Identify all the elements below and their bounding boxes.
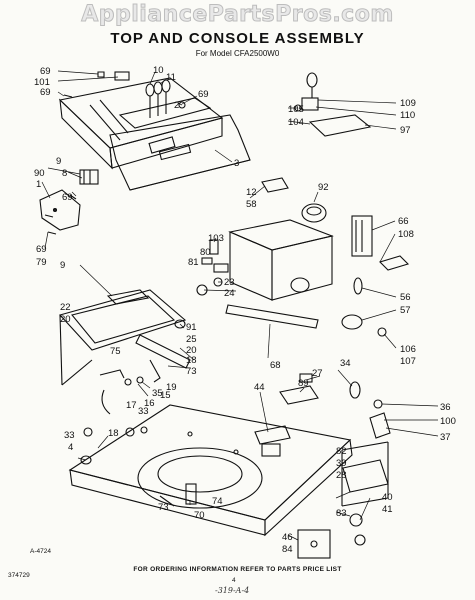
page-number: 4: [232, 577, 236, 584]
callout-label: 69: [62, 192, 73, 203]
top-hardware: [83, 373, 319, 457]
callout-label: 41: [382, 504, 393, 515]
diagram-code: A-4724: [30, 548, 51, 555]
callout-label: 68: [270, 360, 281, 371]
callout-label: 40: [382, 492, 393, 503]
callout-label: 69: [198, 89, 209, 100]
cabinet-box: [228, 177, 334, 301]
callout-label: 105: [288, 104, 304, 115]
flat-strap: [225, 304, 319, 329]
callout-label: 84: [282, 544, 293, 555]
leader-lines: [41, 70, 439, 541]
harness-connector: [79, 169, 99, 185]
callout-label: 1: [36, 179, 41, 190]
callout-label: 33: [64, 430, 75, 441]
callout-label: 22: [60, 302, 71, 313]
callout-label: 25: [186, 334, 197, 345]
callout-label: 70: [194, 510, 205, 521]
callout-label: 73: [186, 366, 197, 377]
callout-label: 18: [108, 428, 119, 439]
callout-label: 36: [440, 402, 451, 413]
handwritten-mark: -319-A-4: [215, 586, 250, 595]
callout-label: 44: [254, 382, 265, 393]
page-subtitle: For Model CFA2500W0: [195, 49, 280, 58]
callout-label: 58: [246, 199, 257, 210]
callout-label: 106: [400, 344, 416, 355]
callout-label: 23: [224, 277, 235, 288]
callout-label: 10: [153, 65, 164, 76]
callout-label: 35: [152, 388, 163, 399]
callout-label: 74: [212, 496, 223, 507]
callout-label: 69: [36, 244, 47, 255]
callout-label: 15: [160, 390, 171, 401]
callout-label: 107: [400, 356, 416, 367]
callout-label: 20: [60, 314, 71, 325]
callout-label: 57: [400, 305, 411, 316]
callout-label: 16: [144, 398, 155, 409]
callout-label: 9: [56, 156, 61, 167]
callout-label: 109: [400, 98, 416, 109]
console-back-bracket: [109, 114, 251, 191]
callout-label: 3: [234, 158, 239, 169]
callout-label: 27: [312, 368, 323, 379]
callout-label: 11: [166, 72, 176, 83]
callout-label: 89: [298, 378, 309, 389]
callout-label: 56: [400, 292, 411, 303]
callout-label: 24: [224, 288, 235, 299]
small-fasteners: [44, 71, 186, 235]
callout-label: 28: [336, 470, 347, 481]
lid: [58, 289, 187, 386]
callout-label: 20: [186, 345, 197, 356]
callout-label: 108: [398, 229, 414, 240]
callout-label: 92: [318, 182, 329, 193]
callout-label: 75: [110, 346, 121, 357]
callout-label: 104: [288, 117, 304, 128]
lid-hinge: [135, 319, 191, 383]
timer-switch-assembly: [294, 72, 372, 137]
corner-parts: [80, 455, 331, 559]
callout-label: 19: [166, 382, 177, 393]
page-title: TOP AND CONSOLE ASSEMBLY: [110, 30, 365, 47]
callout-label: 81: [188, 257, 199, 268]
callout-label: 69: [40, 66, 51, 77]
callout-label: 90: [34, 168, 45, 179]
document-number: 374729: [8, 572, 30, 579]
watermark: AppliancePartsPros.com: [81, 2, 394, 28]
callout-label: 34: [340, 358, 351, 369]
right-hardware: [341, 215, 410, 337]
callout-label: 79: [36, 257, 47, 268]
callout-label: 66: [398, 216, 409, 227]
callout-label: 83: [336, 508, 347, 519]
callout-label: 97: [400, 125, 411, 136]
console-end-cap: [39, 189, 81, 231]
lid-switch-parts: [99, 369, 144, 415]
callout-label: 9: [60, 260, 65, 271]
callout-label: 82: [336, 446, 347, 457]
callout-label: 100: [440, 416, 456, 427]
callout-label: 18: [186, 355, 197, 366]
callout-label: 103: [208, 233, 224, 244]
control-knob-cluster: [145, 79, 171, 118]
ordering-footer: FOR ORDERING INFORMATION REFER TO PARTS …: [133, 566, 342, 573]
callout-label: 37: [440, 432, 451, 443]
right-motor-parts: [341, 381, 391, 546]
callout-label: 91: [186, 322, 197, 333]
callout-label: 12: [246, 187, 257, 198]
callout-label: 69: [40, 87, 51, 98]
callout-label: 46: [282, 532, 293, 543]
callout-label: 73: [158, 502, 169, 513]
callout-labels: 69 101 69 10 11 2 69 1 90 8 9 69 3 69 79…: [34, 65, 456, 555]
callout-label: 8: [62, 168, 67, 179]
callout-label: 39: [336, 458, 347, 469]
callout-label: 17: [126, 400, 137, 411]
callout-label: 33: [138, 406, 149, 417]
callout-label: 101: [34, 77, 50, 88]
top-cover: [68, 404, 353, 537]
callout-label: 110: [400, 110, 415, 121]
callout-label: 80: [200, 247, 211, 258]
callout-label: 4: [68, 442, 73, 453]
callout-label: 2: [174, 100, 179, 111]
